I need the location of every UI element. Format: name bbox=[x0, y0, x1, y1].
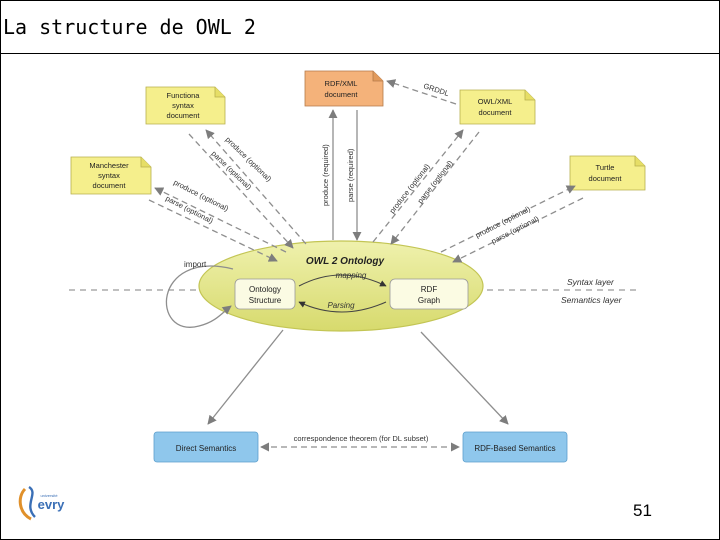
svg-text:Functiona: Functiona bbox=[167, 91, 201, 100]
svg-text:université: université bbox=[40, 493, 58, 498]
rdf-based-semantics-arrow bbox=[420, 331, 509, 425]
svg-text:evry: evry bbox=[38, 497, 66, 512]
parsing-label: Parsing bbox=[327, 301, 355, 310]
syntax-layer-label: Syntax layer bbox=[567, 277, 615, 287]
ontology-structure-label-2: Structure bbox=[249, 296, 282, 305]
import-arrow bbox=[165, 265, 234, 328]
semantics-layer-label: Semantics layer bbox=[561, 295, 623, 305]
svg-text:syntax: syntax bbox=[98, 171, 120, 180]
produce-required-label: produce (required) bbox=[321, 144, 330, 206]
functional-parse-arrow bbox=[188, 133, 294, 249]
manchester-produce-arrow bbox=[154, 187, 287, 253]
svg-text:document: document bbox=[167, 111, 201, 120]
svg-text:Turtle: Turtle bbox=[596, 163, 615, 172]
owl2-structure-diagram: OWL 2 Ontology Ontology Structure RDF Gr… bbox=[69, 70, 646, 463]
svg-text:Manchester: Manchester bbox=[89, 161, 129, 170]
svg-text:document: document bbox=[93, 181, 127, 190]
rdf-graph-label-2: Graph bbox=[418, 296, 440, 305]
parsing-arrow bbox=[298, 301, 387, 313]
turtle-parse-arrow bbox=[452, 197, 584, 263]
svg-text:document: document bbox=[325, 90, 359, 99]
svg-text:RDF/XML: RDF/XML bbox=[325, 79, 358, 88]
svg-text:document: document bbox=[589, 174, 623, 183]
mapping-label: mapping bbox=[336, 271, 367, 280]
owlxml-document-note: OWL/XML document bbox=[459, 89, 536, 125]
rdfxml-document-note: RDF/XML document bbox=[304, 70, 384, 107]
import-label: import bbox=[184, 260, 207, 269]
manchester-syntax-document-note: Manchester syntax document bbox=[70, 156, 152, 195]
page-number: 51 bbox=[633, 501, 652, 520]
owlxml-parse-arrow bbox=[390, 131, 480, 245]
functional-produce-arrow bbox=[205, 129, 307, 245]
grddl-arrow bbox=[386, 79, 457, 105]
turtle-produce-arrow bbox=[440, 185, 576, 253]
svg-text:document: document bbox=[479, 108, 513, 117]
ontology-structure-box bbox=[234, 278, 296, 310]
ontology-title: OWL 2 Ontology bbox=[306, 256, 385, 267]
slide-title: La structure de OWL 2 bbox=[3, 15, 256, 39]
ontology-structure-label-1: Ontology bbox=[249, 285, 281, 294]
turtle-document-note: Turtle document bbox=[569, 155, 646, 191]
svg-text:OWL/XML: OWL/XML bbox=[478, 97, 513, 106]
direct-semantics-label: Direct Semantics bbox=[176, 444, 236, 453]
functional-syntax-document-note: Functiona syntax document bbox=[145, 86, 226, 125]
svg-text:syntax: syntax bbox=[172, 101, 194, 110]
universite-evry-logo: université evry bbox=[18, 485, 66, 521]
rdf-graph-box bbox=[389, 278, 469, 310]
mapping-arrow bbox=[298, 274, 387, 287]
title-bar: La structure de OWL 2 bbox=[1, 1, 719, 54]
direct-semantics-box bbox=[153, 431, 259, 463]
rdf-based-semantics-box bbox=[462, 431, 568, 463]
rdf-based-semantics-label: RDF-Based Semantics bbox=[474, 444, 555, 453]
owlxml-produce-arrow bbox=[372, 129, 464, 243]
rdf-graph-label-1: RDF bbox=[421, 285, 438, 294]
direct-semantics-arrow bbox=[207, 329, 284, 425]
parse-required-label: parse (required) bbox=[346, 148, 355, 202]
grddl-label: GRDDL bbox=[422, 81, 450, 98]
correspondence-label: correspondence theorem (for DL subset) bbox=[294, 434, 429, 443]
manchester-parse-arrow bbox=[148, 199, 278, 262]
